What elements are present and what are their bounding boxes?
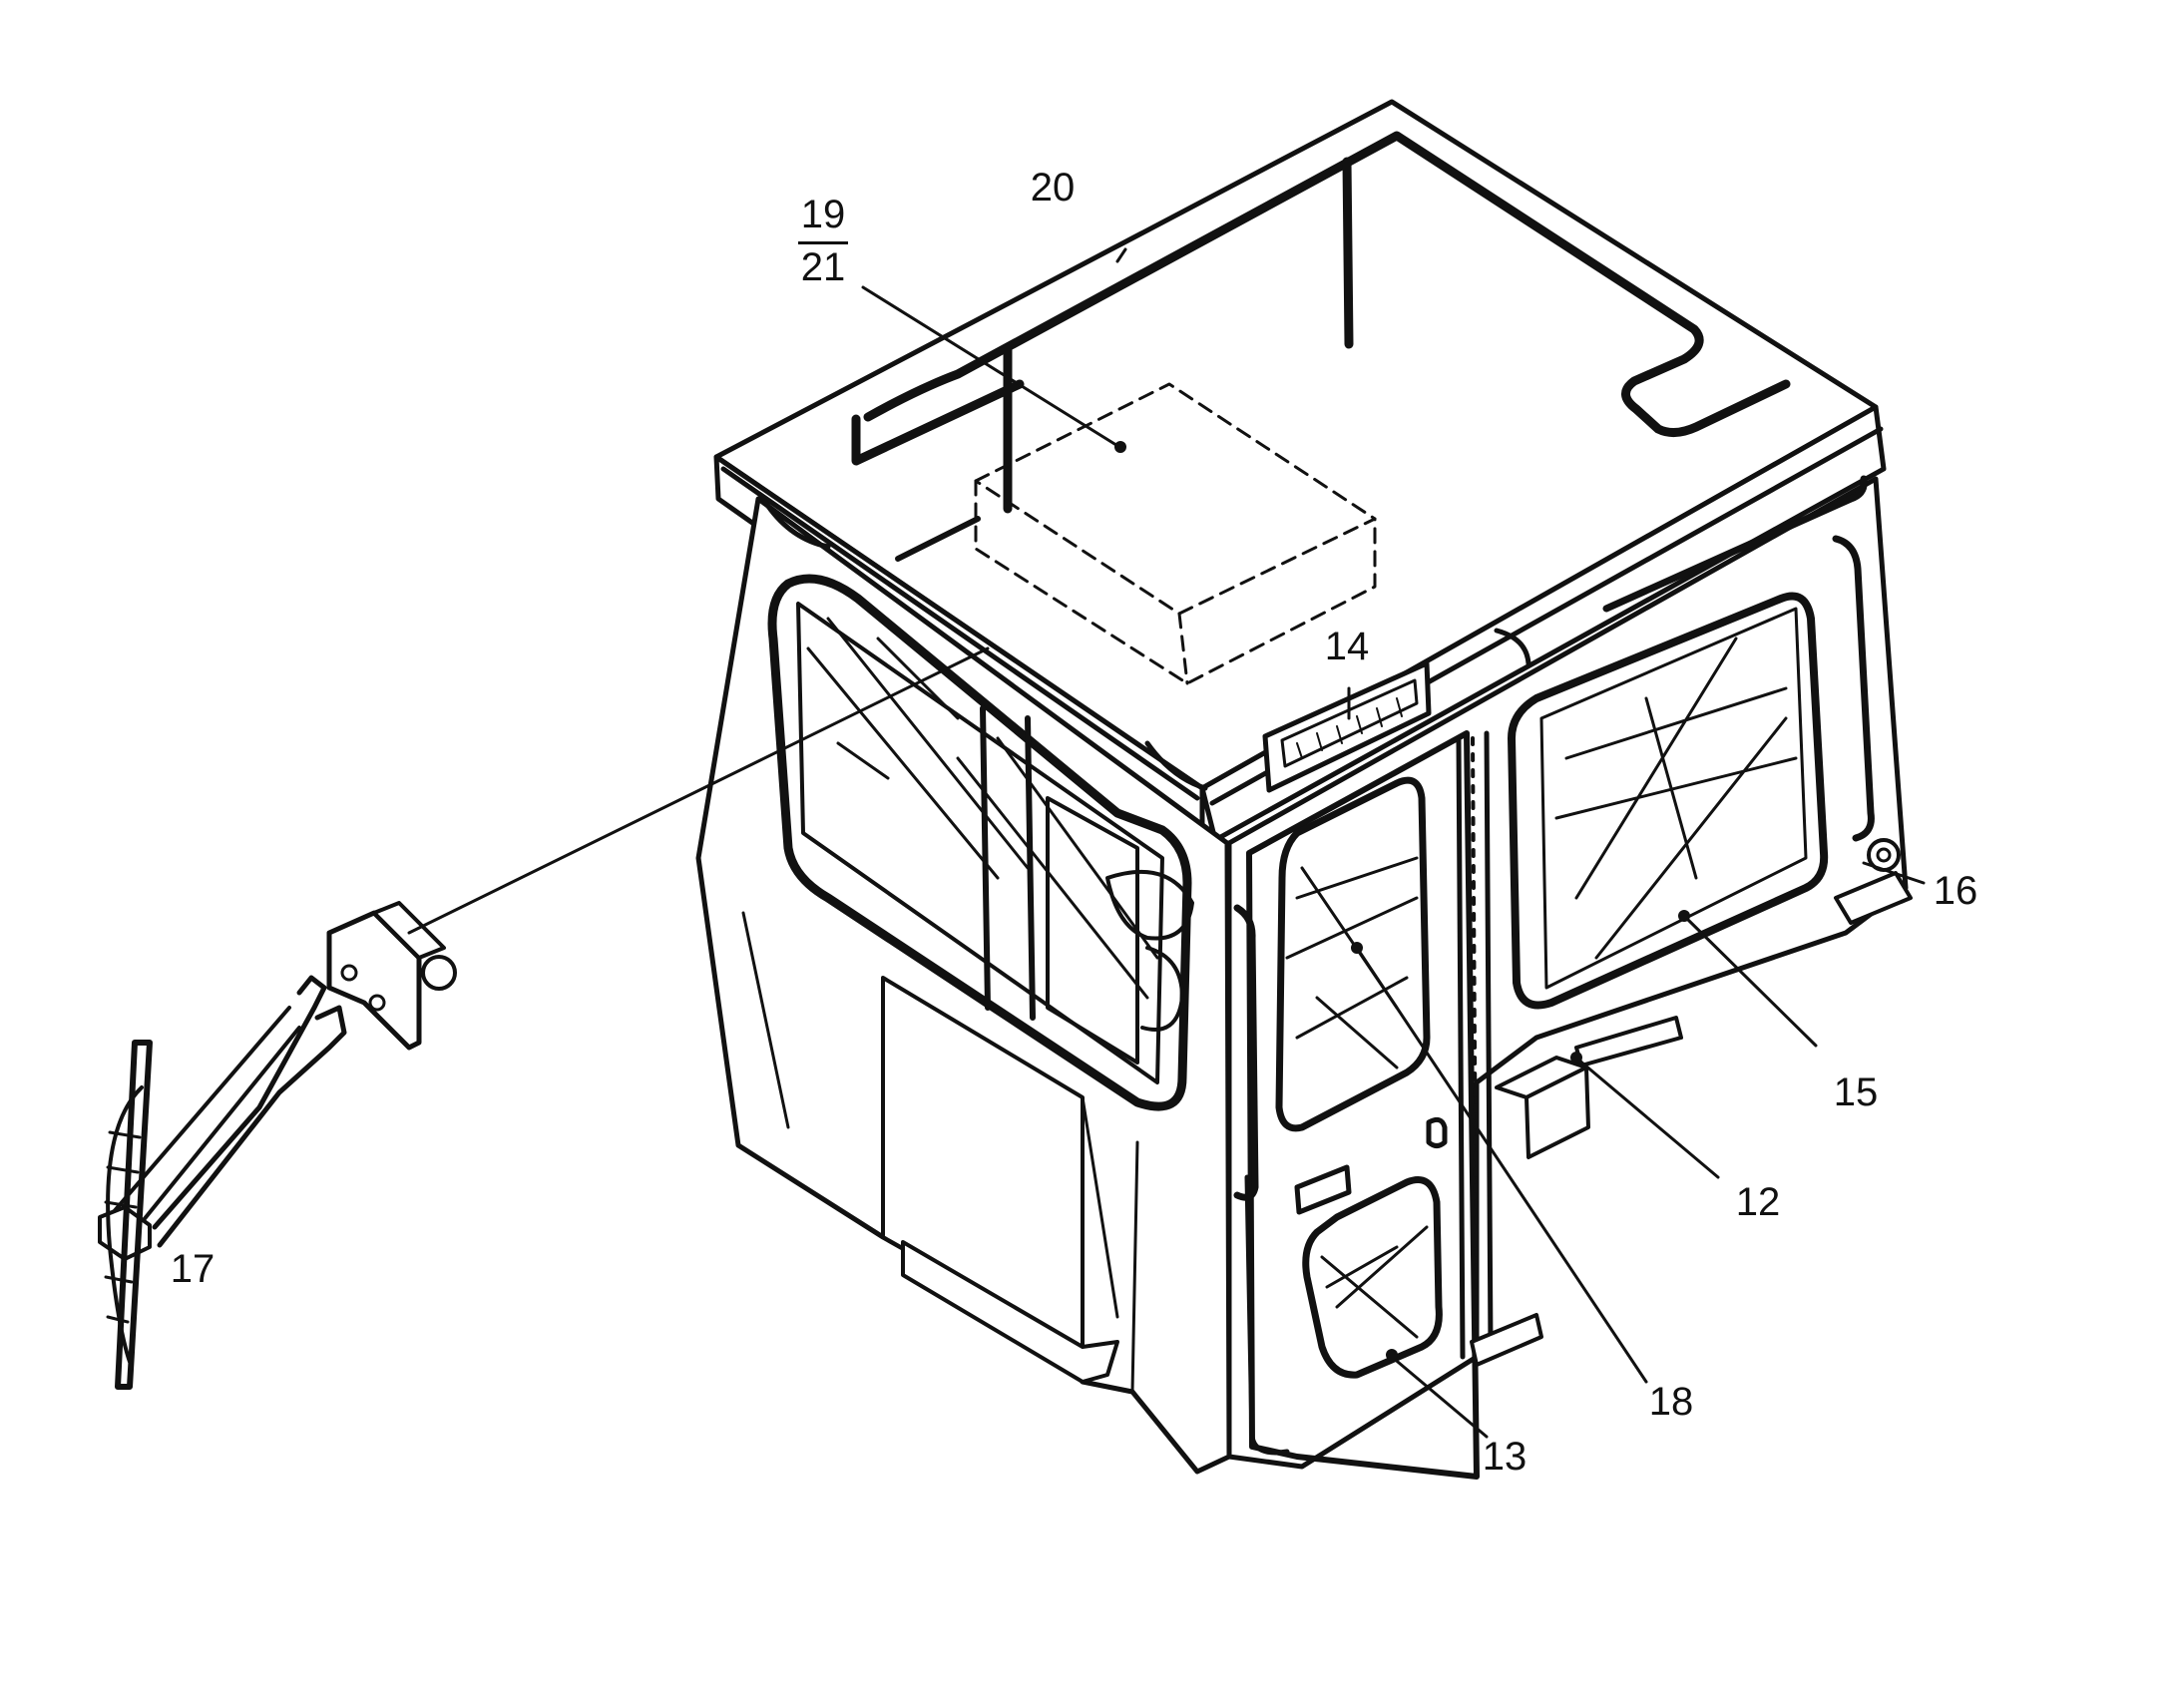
callout-20: 20 bbox=[1030, 166, 1076, 210]
part-14-plate bbox=[1262, 660, 1432, 793]
callout-17: 17 bbox=[170, 1247, 216, 1291]
part-17-wiper bbox=[98, 901, 457, 1390]
callout-18: 18 bbox=[1648, 1380, 1694, 1424]
cab-body bbox=[695, 475, 1913, 1480]
dashed-box-19-21 bbox=[974, 382, 1377, 685]
callout-19: 19 bbox=[800, 193, 846, 236]
callout-15: 15 bbox=[1833, 1070, 1879, 1114]
callout-14: 14 bbox=[1324, 625, 1370, 668]
leader-lines bbox=[407, 247, 1926, 1439]
callout-12: 12 bbox=[1735, 1180, 1781, 1224]
callout-13: 13 bbox=[1482, 1435, 1527, 1479]
callout-16: 16 bbox=[1933, 869, 1978, 913]
callout-21: 21 bbox=[800, 245, 846, 289]
callout-fraction-bar bbox=[798, 241, 848, 244]
